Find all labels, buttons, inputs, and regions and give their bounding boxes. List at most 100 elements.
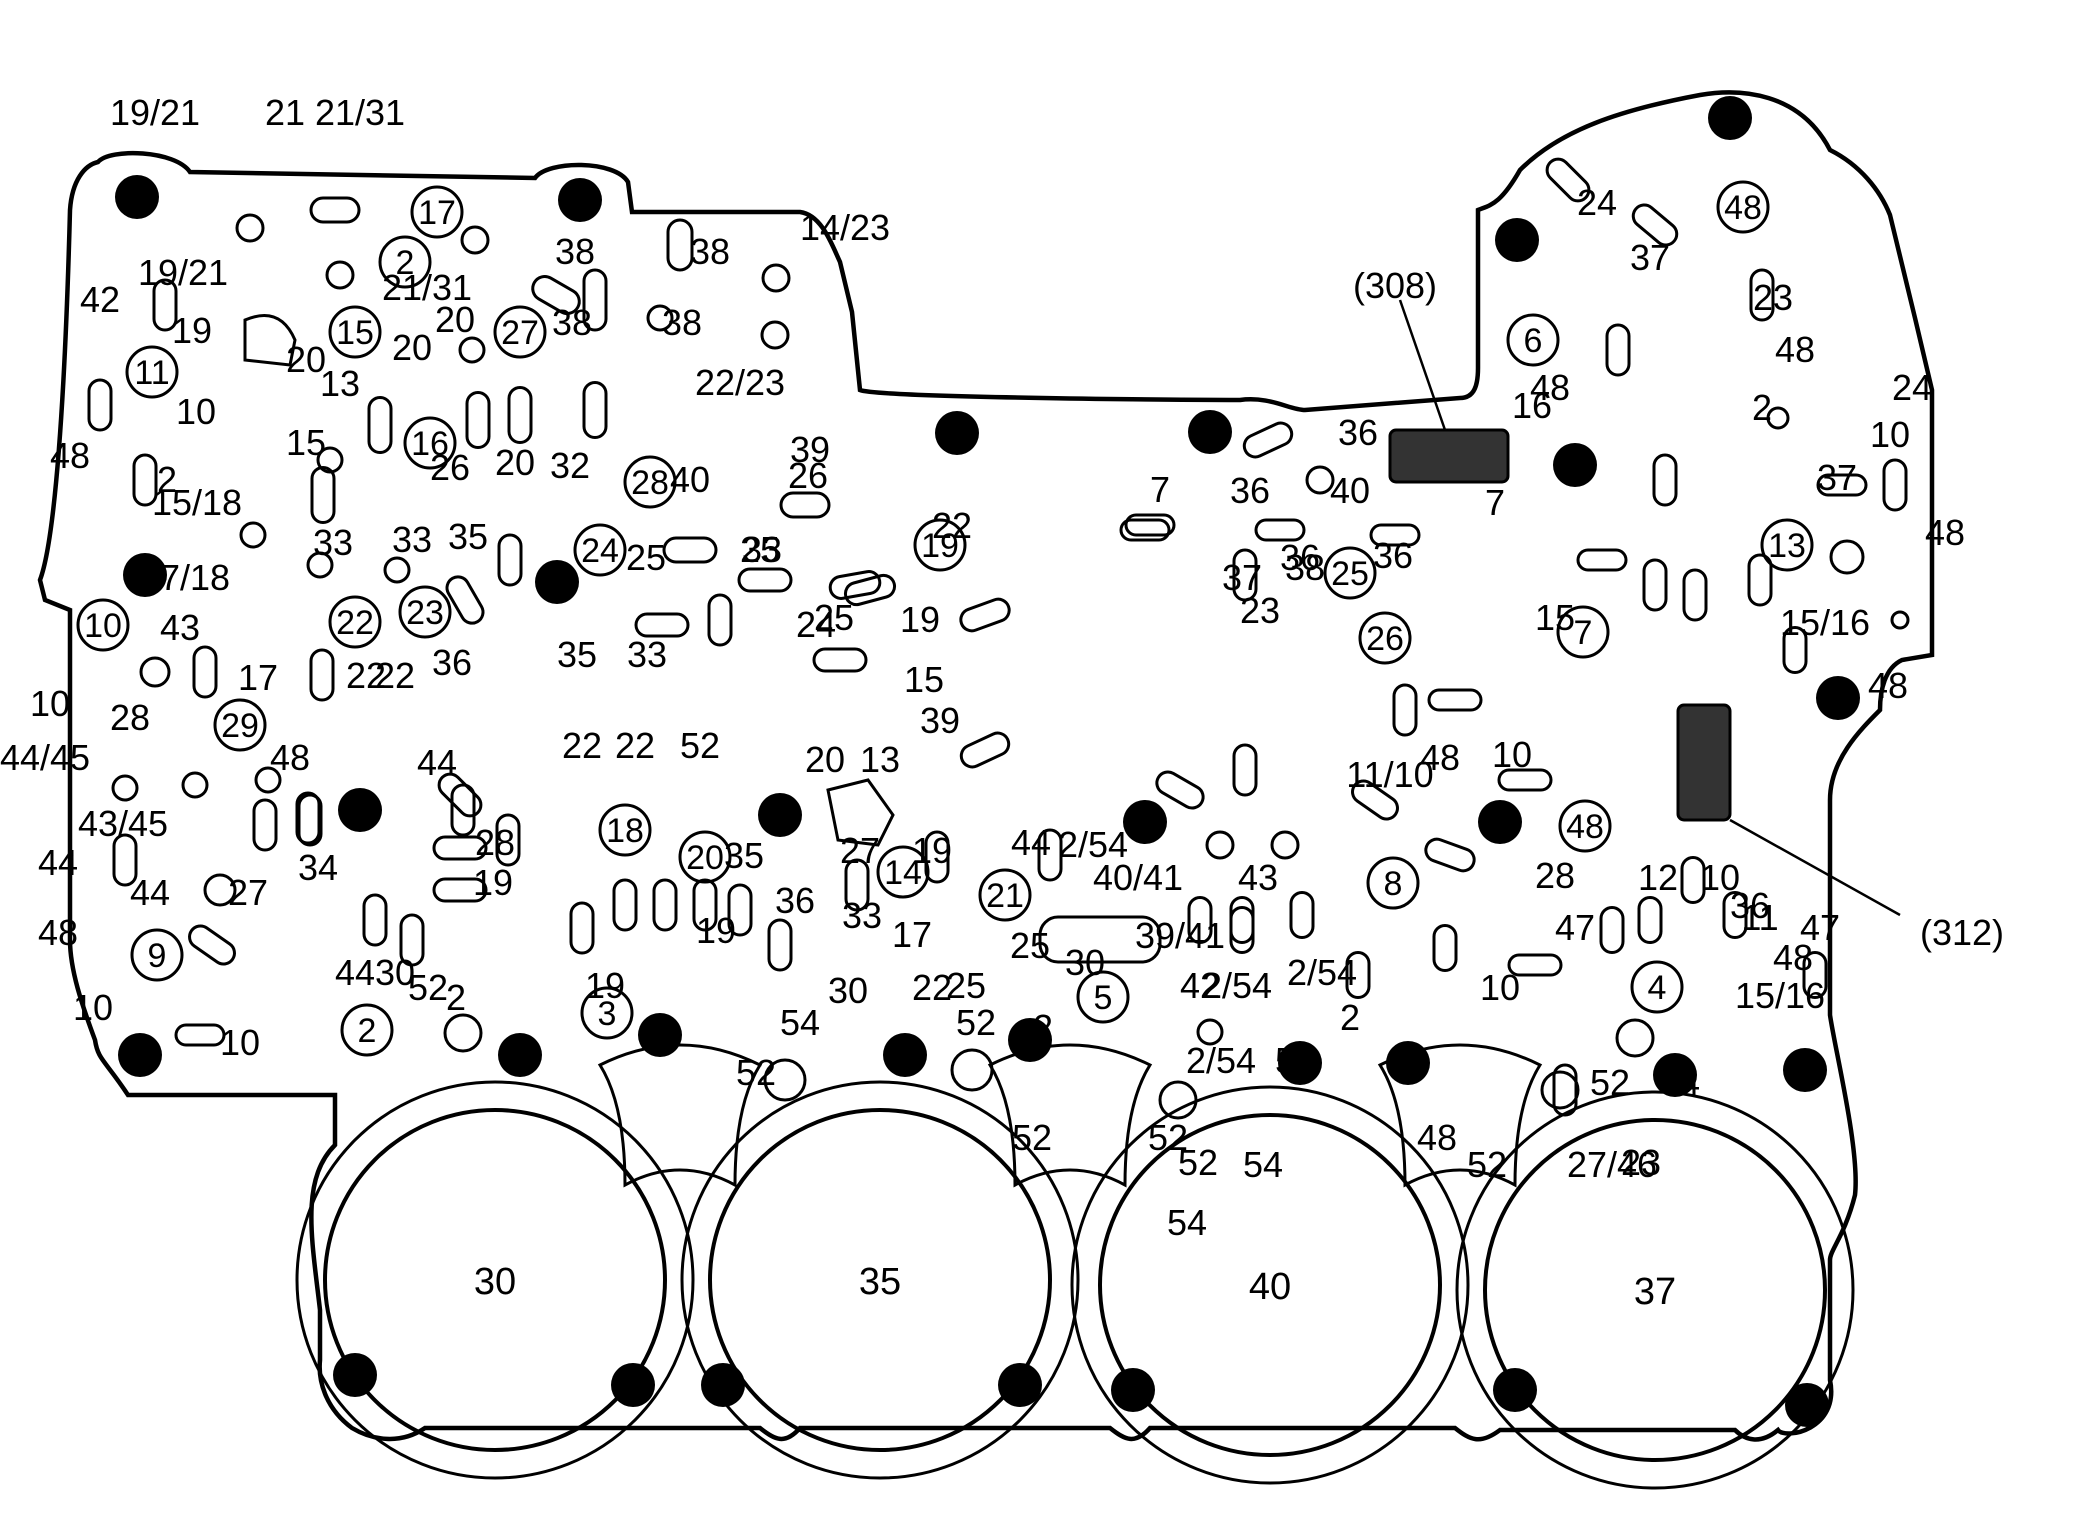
- passage-label: 54: [1660, 1062, 1700, 1103]
- circled-marker: [328, 305, 382, 359]
- passage-label: 19/21: [138, 252, 228, 293]
- bolt-hole: [638, 1013, 682, 1057]
- passage-slot: [924, 830, 950, 884]
- circled-marker: [130, 928, 184, 982]
- passage-slot: [1254, 518, 1306, 542]
- circled-marker: [913, 518, 967, 572]
- passage-label: 48: [1775, 329, 1815, 370]
- web-channel: [597, 1043, 763, 1188]
- passage-label: 33: [742, 529, 782, 570]
- bolt-hole: [1495, 218, 1539, 262]
- circled-marker: [1716, 180, 1770, 234]
- callout-block-308: [1388, 428, 1510, 484]
- passage-slot: [1392, 683, 1418, 737]
- passage-label: 30: [375, 952, 415, 993]
- passage-label: 47: [1555, 907, 1595, 948]
- bolt-hole: [535, 560, 579, 604]
- passage-slot: [1289, 891, 1315, 939]
- passage-slot: [1652, 453, 1678, 507]
- circled-marker: [1630, 960, 1684, 1014]
- passage-hole: [443, 1013, 483, 1053]
- bolt-hole: [1783, 1048, 1827, 1092]
- passage-hole: [761, 263, 791, 293]
- passage-label: 17: [892, 914, 932, 955]
- passage-hole: [111, 774, 139, 802]
- passage-label: 43: [1238, 857, 1278, 898]
- passage-slot: [1229, 906, 1255, 954]
- circled-marker: [573, 523, 627, 577]
- passage-label: 22: [346, 655, 386, 696]
- circled-number: 7: [1574, 614, 1593, 652]
- passage-slot: [1229, 896, 1255, 944]
- passage-label: 37: [1630, 237, 1670, 278]
- bolt-hole: [123, 553, 167, 597]
- circled-marker: [403, 416, 457, 470]
- passage-slot: [1642, 558, 1668, 612]
- passage-slot: [367, 396, 393, 454]
- circled-number: 9: [148, 937, 167, 975]
- passage-slot-angled: [1545, 157, 1591, 203]
- circled-marker: [410, 185, 464, 239]
- passage-slot: [844, 858, 870, 912]
- passage-slot: [132, 453, 158, 507]
- passage-hole: [306, 551, 334, 579]
- passage-label: 20: [435, 299, 475, 340]
- circled-marker: [623, 455, 677, 509]
- circled-number: 8: [1384, 865, 1403, 903]
- passage-label: 28: [475, 822, 515, 863]
- passage-slot: [1882, 458, 1908, 512]
- passage-label: 43/45: [78, 803, 168, 844]
- passage-slot: [1722, 891, 1748, 939]
- passage-hole: [383, 556, 411, 584]
- circled-number: 4: [1648, 969, 1667, 1007]
- passage-label: 2/54: [1186, 1040, 1256, 1081]
- passage-label: 2: [1033, 1007, 1053, 1048]
- passage-slot: [1576, 548, 1628, 572]
- circled-marker: [598, 803, 652, 857]
- passage-label: 20: [805, 739, 845, 780]
- bore-label: 30: [474, 1261, 516, 1303]
- passage-hole: [1766, 406, 1790, 430]
- passage-slot: [465, 391, 491, 449]
- passage-hole: [325, 260, 355, 290]
- passage-label: 21/31: [315, 92, 405, 133]
- circled-marker: [213, 698, 267, 752]
- circled-number: 20: [686, 839, 724, 877]
- passage-label: 21: [265, 92, 305, 133]
- passage-slot: [1124, 513, 1176, 537]
- passage-slot: [1232, 743, 1258, 797]
- bolt-hole: [1123, 800, 1167, 844]
- passage-slot: [634, 612, 690, 638]
- passage-label: 33: [313, 522, 353, 563]
- passage-slot: [1497, 768, 1553, 792]
- passage-label: 35: [448, 516, 488, 557]
- circled-number: 23: [406, 594, 444, 632]
- circled-number: 10: [84, 607, 122, 645]
- passage-slot: [692, 878, 718, 932]
- bolt-hole: [1785, 1383, 1829, 1427]
- passage-label: 25: [626, 537, 666, 578]
- passage-label: 40/41: [1093, 857, 1183, 898]
- passage-label: 28: [1535, 855, 1575, 896]
- passage-slot: [1369, 523, 1421, 547]
- passage-slot: [727, 883, 753, 937]
- passage-label: 10: [1870, 414, 1910, 455]
- passage-label: 48: [270, 737, 310, 778]
- circled-number: 19: [921, 527, 959, 565]
- passage-slot: [432, 835, 488, 861]
- bore-outer-ring: [1455, 1090, 1855, 1490]
- circled-marker: [1506, 313, 1560, 367]
- passage-slot: [295, 791, 321, 845]
- passage-slot: [1232, 548, 1258, 602]
- passage-label: 44: [1011, 822, 1051, 863]
- circled-marker: [340, 1003, 394, 1057]
- bolt-hole: [611, 1363, 655, 1407]
- passage-label: 48: [1530, 367, 1570, 408]
- irregular-passage: [826, 778, 895, 847]
- passage-label: 44: [38, 842, 78, 883]
- passage-slot-angled: [1631, 203, 1679, 247]
- bore-outer-ring: [1070, 1085, 1470, 1485]
- passage-label: 48: [38, 912, 78, 953]
- passage-label: 7: [1485, 482, 1505, 523]
